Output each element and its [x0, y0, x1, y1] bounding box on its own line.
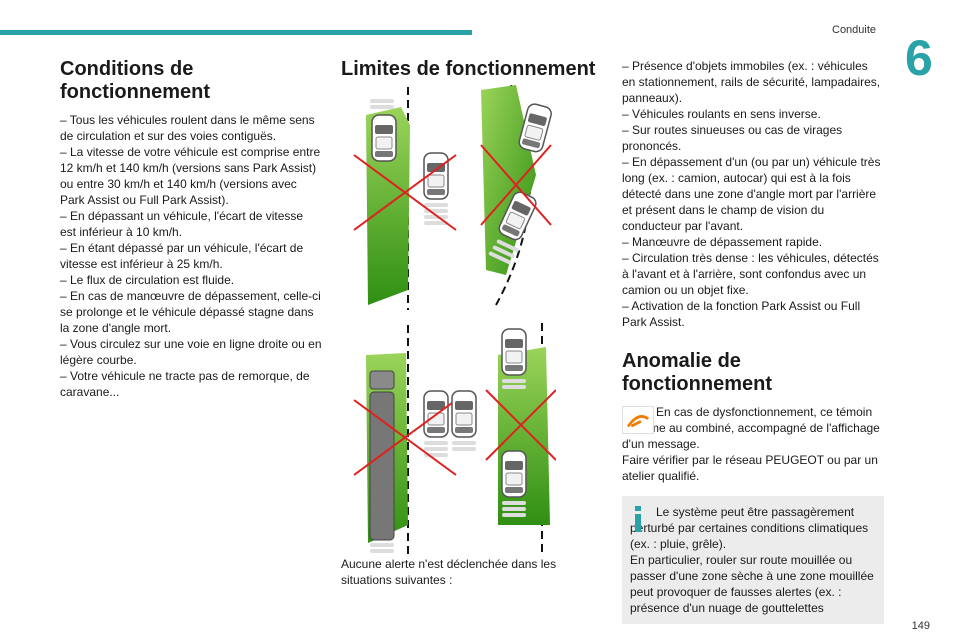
info-icon	[635, 506, 641, 532]
limit-item: – Circulation très dense : les véhicules…	[622, 251, 879, 297]
section-label: Conduite	[832, 24, 877, 36]
scenario-straight-road	[353, 87, 457, 310]
condition-item: – En cas de manœuvre de dépassement, cel…	[60, 289, 321, 335]
limits-caption: Aucune alerte n'est déclenchée dans les …	[341, 557, 557, 587]
anomaly-advice: Faire vérifier par le réseau PEUGEOT ou …	[622, 453, 878, 483]
limit-item: – En dépassement d'un (ou par un) véhicu…	[622, 155, 881, 233]
info-text: Le système peut être passagèrement pertu…	[630, 505, 869, 551]
scenario-curved-road	[480, 85, 554, 306]
condition-item: – Votre véhicule ne tracte pas de remorq…	[60, 369, 310, 399]
condition-item: – En étant dépassé par un véhicule, l'éc…	[60, 241, 304, 271]
scenario-dense-traffic	[451, 323, 556, 555]
operating-conditions-title: Conditions de fonctionnement	[60, 58, 210, 103]
operating-limits-section: Limites de fonctionnement	[341, 58, 596, 81]
condition-item: – La vitesse de votre véhicule est compr…	[60, 145, 321, 207]
limit-item: – Véhicules roulants en sens inverse.	[622, 107, 821, 121]
anomaly-text: En cas de dysfonctionnement, ce témoin s…	[622, 405, 880, 451]
limit-item: – Sur routes sinueuses ou cas de virages…	[622, 123, 843, 153]
limit-item: – Activation de la fonction Park Assist …	[622, 299, 861, 329]
page-number: 149	[911, 620, 930, 632]
condition-item: – Le flux de circulation est fluide.	[60, 273, 235, 287]
anomaly-warning: En cas de dysfonctionnement, ce témoin s…	[622, 404, 884, 484]
limit-item: – Présence d'objets immobiles (ex. : véh…	[622, 59, 881, 105]
chapter-number: 6	[905, 30, 933, 86]
condition-item: – En dépassant un véhicule, l'écart de v…	[60, 209, 304, 239]
info-text-continued: En particulier, rouler sur route mouillé…	[630, 553, 874, 615]
operating-conditions-section: Conditions de fonctionnement – Tous les …	[60, 58, 322, 400]
blind-spot-limits-illustration	[353, 85, 556, 555]
condition-item: – Tous les véhicules roulent dans le mêm…	[60, 113, 315, 143]
condition-item: – Vous circulez sur une voie en ligne dr…	[60, 337, 322, 367]
header-accent-bar	[0, 30, 472, 35]
anomaly-title: Anomalie de fonctionnement	[622, 350, 772, 395]
limits-continued-section: – Présence d'objets immobiles (ex. : véh…	[622, 58, 884, 624]
blind-spot-warning-icon	[622, 406, 654, 434]
limit-item: – Manœuvre de dépassement rapide.	[622, 235, 823, 249]
operating-limits-title: Limites de fonctionnement	[341, 58, 596, 80]
scenario-long-vehicle	[353, 325, 457, 555]
info-box: Le système peut être passagèrement pertu…	[622, 496, 884, 624]
